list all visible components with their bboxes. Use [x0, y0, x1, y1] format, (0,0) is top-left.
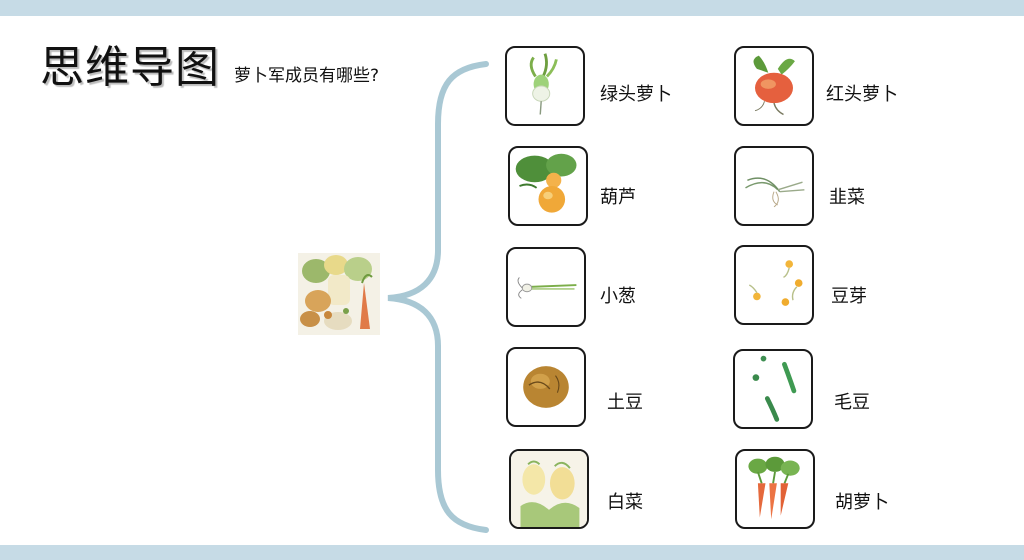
member-label: 小葱	[600, 286, 636, 307]
page-title: 思维导图	[40, 42, 220, 93]
member-label: 韭菜	[829, 187, 865, 208]
bean-sprout-icon	[748, 260, 803, 306]
member-label: 绿头萝卜	[600, 84, 672, 105]
top-band	[0, 0, 1024, 16]
potato-card[interactable]	[506, 347, 586, 427]
gourd-card[interactable]	[508, 146, 588, 226]
member-label: 毛豆	[834, 392, 870, 413]
chives-icon	[745, 177, 805, 208]
chives-card[interactable]	[734, 146, 814, 226]
member-label: 红头萝卜	[826, 84, 898, 105]
scallion-icon	[517, 277, 577, 299]
member-label: 土豆	[607, 392, 643, 413]
bean-sprout-card[interactable]	[734, 245, 814, 325]
carrot-card[interactable]	[735, 449, 815, 529]
red-radish-icon	[753, 55, 795, 116]
gourd-icon	[515, 153, 577, 213]
curly-brace	[387, 61, 489, 533]
carrot-icon	[748, 456, 800, 520]
member-label: 葫芦	[600, 187, 636, 208]
member-label: 白菜	[607, 492, 643, 513]
bottom-band	[0, 545, 1024, 560]
cabbage-icon	[511, 451, 587, 527]
scallion-card[interactable]	[506, 247, 586, 327]
edamame-card[interactable]	[733, 349, 813, 429]
green-radish-icon	[529, 53, 558, 115]
member-label: 豆芽	[831, 286, 867, 307]
vegetables-collage-image	[298, 253, 380, 335]
red-radish-card[interactable]	[734, 46, 814, 126]
potato-icon	[523, 366, 569, 408]
cabbage-card[interactable]	[509, 449, 589, 529]
green-radish-card[interactable]	[505, 46, 585, 126]
member-label: 胡萝卜	[835, 492, 889, 513]
edamame-icon	[752, 355, 797, 422]
mindmap-question: 萝卜军成员有哪些?	[234, 66, 380, 86]
